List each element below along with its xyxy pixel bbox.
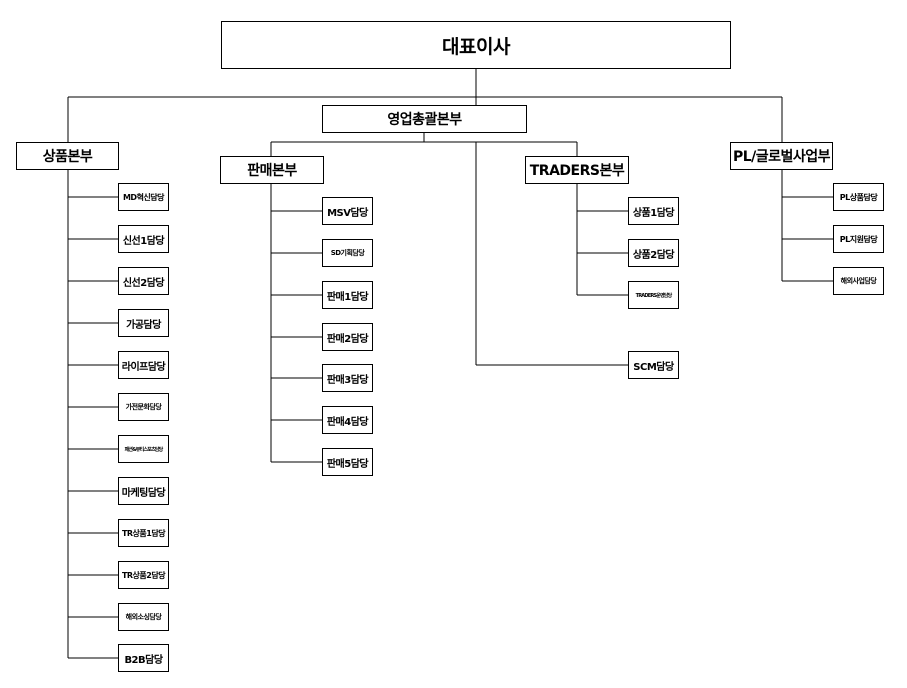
team-box: PL지원담당 (833, 225, 884, 253)
team-box: PL상품담당 (833, 183, 884, 211)
sales-hq-box: 영업총괄본부 (322, 105, 527, 133)
team-box: 신선1담당 (118, 225, 169, 253)
team-box: B2B담당 (118, 644, 169, 672)
team-box: TR상품1담당 (118, 519, 169, 547)
team-box: 해외사업담당 (833, 267, 884, 295)
team-box: TRADERS운영담당 (628, 281, 679, 309)
division-merchandise: 상품본부 (16, 142, 119, 170)
team-box: 라이프담당 (118, 351, 169, 379)
division-traders: TRADERS본부 (525, 156, 629, 184)
team-box: 패션&뷰티스포츠담당 (118, 435, 169, 463)
scm-team-box: SCM담당 (628, 351, 679, 379)
team-box: 해외소싱담당 (118, 603, 169, 631)
ceo-box: 대표이사 (221, 21, 731, 69)
team-box: SD기획담당 (322, 239, 373, 267)
team-box: 상품1담당 (628, 197, 679, 225)
division-sales: 판매본부 (220, 156, 324, 184)
team-box: TR상품2담당 (118, 561, 169, 589)
team-box: 판매5담당 (322, 448, 373, 476)
team-box: MD혁신담당 (118, 183, 169, 211)
team-box: 마케팅담당 (118, 477, 169, 505)
team-box: 판매4담당 (322, 406, 373, 434)
team-box: 가공담당 (118, 309, 169, 337)
team-box: 상품2담당 (628, 239, 679, 267)
team-box: 판매2담당 (322, 323, 373, 351)
team-box: MSV담당 (322, 197, 373, 225)
team-box: 가전문화담당 (118, 393, 169, 421)
team-box: 신선2담당 (118, 267, 169, 295)
team-box: 판매1담당 (322, 281, 373, 309)
team-box: 판매3담당 (322, 364, 373, 392)
division-pl-global: PL/글로벌사업부 (730, 142, 833, 170)
